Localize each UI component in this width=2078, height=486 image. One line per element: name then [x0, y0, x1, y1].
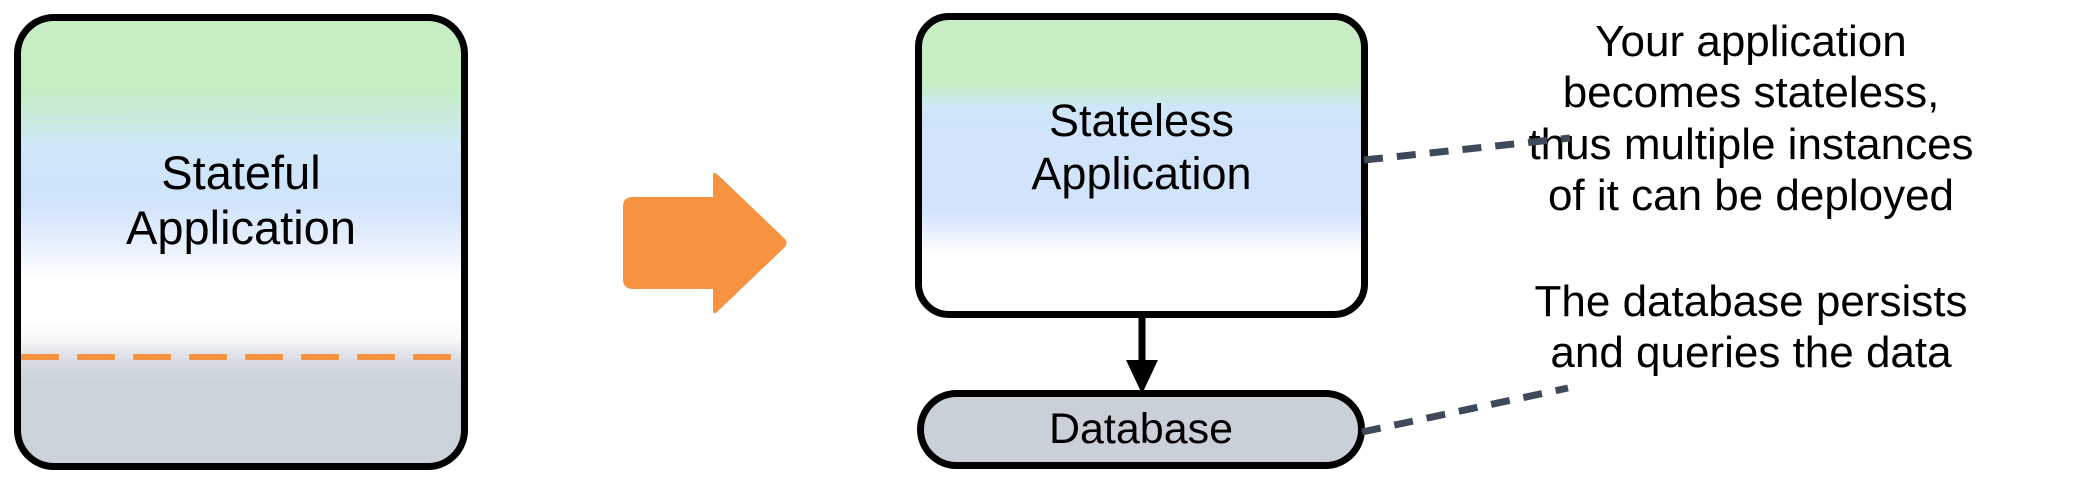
leader-line-stateless-note: [1363, 134, 1571, 164]
transition-arrow-icon: [623, 173, 787, 313]
app-to-database-arrow-icon: [1126, 316, 1158, 394]
database-label: Database: [1048, 405, 1234, 454]
stateful-application-label: Stateful Application: [126, 146, 356, 255]
state-boundary-dashed-line: [21, 354, 461, 360]
annotation-database-note: The database persists and queries the da…: [1534, 277, 1968, 378]
stateful-application-box[interactable]: Stateful Application: [14, 14, 468, 470]
leader-line-database-note: [1361, 384, 1569, 436]
annotation-stateless-note: Your application becomes stateless, thus…: [1528, 17, 1974, 221]
database-box[interactable]: Database: [917, 390, 1365, 469]
stateless-application-label: Stateless Application: [1031, 95, 1252, 200]
stateless-application-box[interactable]: Stateless Application: [915, 13, 1368, 318]
